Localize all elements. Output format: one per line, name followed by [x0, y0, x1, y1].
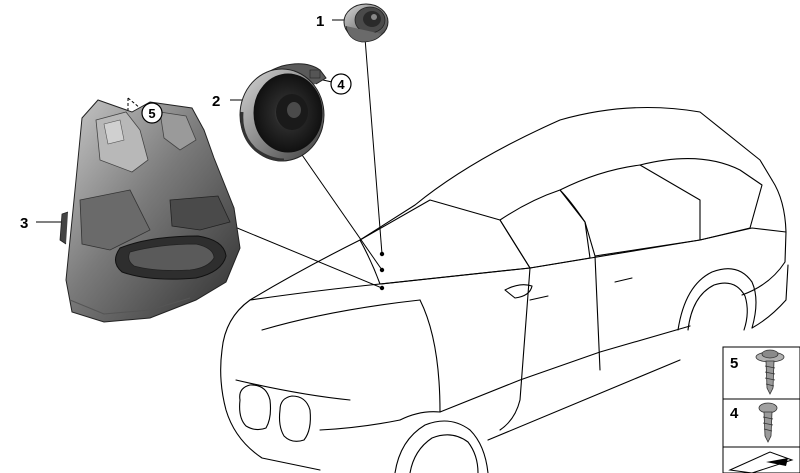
legend-number-5: 5 — [730, 355, 738, 372]
midrange-speaker-part — [239, 63, 327, 162]
callout-1: 1 — [316, 13, 324, 30]
leader-line-2 — [299, 151, 383, 271]
leader-lines — [36, 19, 383, 289]
leader-line-3 — [229, 224, 383, 289]
screw-icon — [758, 402, 778, 443]
callout-3: 3 — [20, 215, 28, 232]
legend-panel: 5 4 — [722, 346, 800, 473]
callout-5: 5 — [148, 106, 155, 121]
tweeter-part — [343, 3, 389, 43]
shim-icon — [728, 451, 794, 473]
screw-with-washer-icon — [755, 349, 785, 395]
callout-5-circle — [141, 102, 163, 124]
leader-line-1 — [364, 37, 383, 255]
callout-4: 4 — [337, 77, 345, 92]
callout-2: 2 — [212, 93, 220, 110]
callouts: 1 2 3 4 5 — [20, 13, 352, 232]
target-dots — [379, 251, 385, 291]
target-dot-3 — [379, 285, 385, 291]
callout-4-circle — [330, 73, 352, 95]
legend-number-4: 4 — [730, 405, 739, 422]
car-outline — [220, 107, 789, 473]
target-dot-1 — [379, 251, 385, 257]
amplifier-box-part — [59, 99, 241, 323]
target-dot-2 — [379, 267, 385, 273]
